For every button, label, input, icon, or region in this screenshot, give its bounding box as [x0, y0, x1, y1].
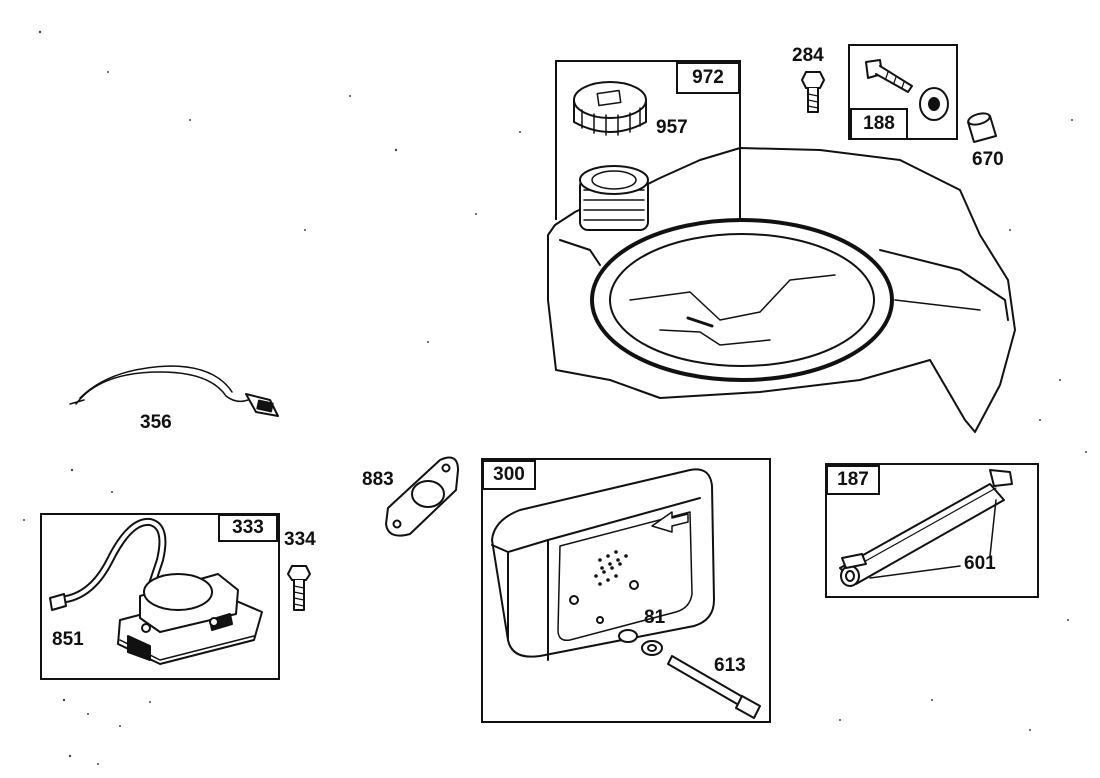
fuel-line-drawing [839, 469, 1013, 587]
part-label-81: 81 [644, 607, 666, 628]
part-label-613: 613 [714, 655, 746, 676]
part-label-334: 334 [284, 529, 316, 550]
ignition-armature-drawing [49, 517, 263, 665]
kit-box-300 [481, 458, 771, 723]
blower-housing-drawing [547, 147, 1016, 433]
kit-tag-187: 187 [826, 465, 880, 495]
gasket-883-drawing [385, 456, 459, 537]
part-label-670: 670 [972, 149, 1004, 170]
kit-tag-333: 333 [218, 514, 278, 542]
kit-tag-300: 300 [482, 460, 536, 490]
stud-613-drawing [667, 655, 761, 719]
wire-356-drawing [69, 365, 279, 417]
part-label-284: 284 [792, 45, 824, 66]
part-label-851: 851 [52, 629, 84, 650]
part-label-601: 601 [964, 553, 996, 574]
kit-box-187 [825, 463, 1039, 598]
part-label-883: 883 [362, 469, 394, 490]
kit-box-972 [555, 60, 741, 220]
muffler-drawing [491, 468, 715, 661]
lockwasher-81-drawing [618, 629, 663, 656]
screw-284-drawing [801, 71, 825, 113]
scan-noise [23, 30, 1087, 765]
screw-334-drawing [287, 565, 311, 611]
part-label-957: 957 [656, 117, 688, 138]
fuel-cap-drawing [573, 81, 647, 136]
kit-box-333 [40, 513, 280, 680]
spacer-670-drawing [967, 112, 997, 143]
kit-tag-972: 972 [676, 62, 740, 94]
part-label-356: 356 [140, 412, 172, 433]
kit-tag-188: 188 [850, 108, 908, 140]
bolt-188-drawing [865, 59, 949, 121]
